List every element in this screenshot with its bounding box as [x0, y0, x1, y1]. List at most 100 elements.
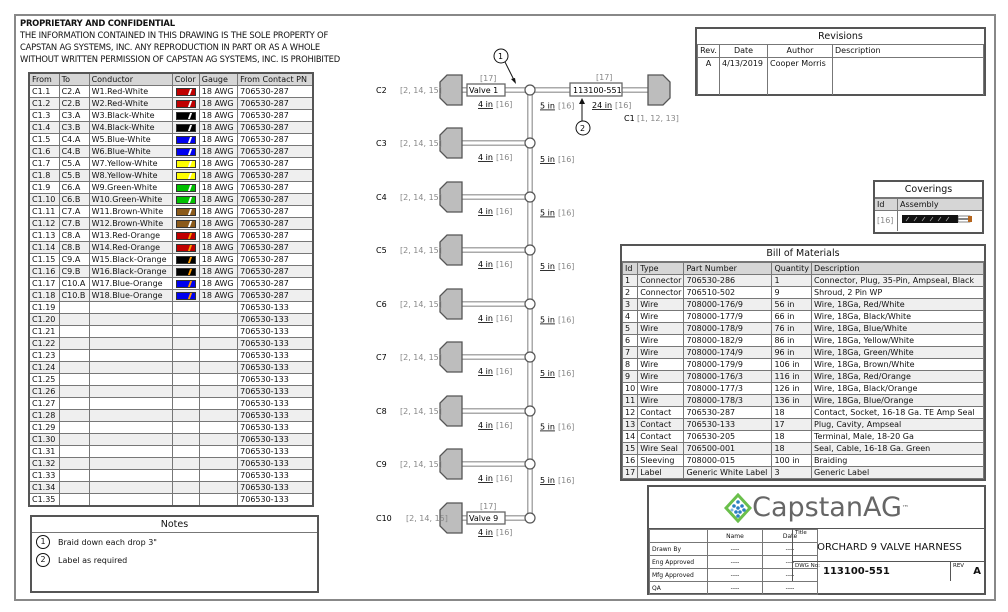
- connector-refs: [2, 14, 15]: [400, 139, 442, 148]
- drop-length-ref: [16]: [496, 474, 512, 483]
- harness-label-ref: [17]: [596, 73, 612, 82]
- main-length: 24 in: [592, 101, 612, 110]
- bom-part-number: 708000-177/3: [683, 382, 773, 395]
- bom-id: 17: [621, 466, 639, 479]
- connector-c10[interactable]: [439, 502, 463, 534]
- bom-quantity: 18: [771, 442, 813, 455]
- connector-c5[interactable]: [439, 234, 463, 266]
- drop-length-ref: [16]: [496, 153, 512, 162]
- harness-label-text: 113100-551: [573, 86, 622, 95]
- bom-type: Contact: [637, 406, 685, 419]
- bom-description: Connector, Plug, 35-Pin, Ampseal, Black: [811, 274, 984, 287]
- connector-c4[interactable]: [439, 181, 463, 213]
- bom-type: Connector: [637, 286, 685, 299]
- bom-id: 6: [621, 334, 639, 347]
- bom-id: 15: [621, 442, 639, 455]
- drop-length-ref: [16]: [496, 100, 512, 109]
- approval-name: ----: [707, 555, 763, 569]
- connector-refs: [2, 14, 15]: [400, 407, 442, 416]
- to-cell: [58, 481, 90, 494]
- from-cell: C1.30: [28, 433, 60, 446]
- to-cell: C10.B: [58, 289, 90, 302]
- note-text: Label as required: [58, 555, 128, 565]
- coverings-table: Coverings Id Assembly [16]: [873, 180, 984, 234]
- approval-role: Mfg Approved: [649, 568, 708, 582]
- bom-description: Wire, 18Ga, Brown/White: [811, 358, 984, 371]
- drop-length-ref: [16]: [496, 528, 512, 537]
- wire-color-swatch: [175, 267, 196, 276]
- color-cell: [171, 289, 200, 302]
- bom-description: Wire, 18Ga, Red/Orange: [811, 370, 984, 383]
- drop-length: 4 in: [478, 367, 493, 376]
- bom-id: 13: [621, 418, 639, 431]
- bom-part-number: 706500-001: [683, 442, 773, 455]
- from-cell: C1.2: [28, 97, 60, 110]
- trunk-length-ref: [16]: [558, 476, 574, 485]
- connector-c6[interactable]: [439, 288, 463, 320]
- bom-id: 14: [621, 430, 639, 443]
- bom-type: Wire Seal: [637, 442, 685, 455]
- arrow-head-icon: [579, 98, 585, 104]
- connector-c7[interactable]: [439, 341, 463, 373]
- bom-id: 9: [621, 370, 639, 383]
- color-cell: [171, 121, 200, 134]
- junction-node: [524, 244, 536, 256]
- bom-quantity: 86 in: [771, 334, 813, 347]
- connector-c8[interactable]: [439, 395, 463, 427]
- bom-id: 7: [621, 346, 639, 359]
- drawing-title: ORCHARD 9 VALVE HARNESS: [817, 542, 962, 553]
- bom-title: Bill of Materials: [622, 246, 984, 262]
- coverings-title: Coverings: [875, 182, 982, 198]
- trunk-length: 5 in: [540, 423, 555, 432]
- approval-col-header: Name: [707, 529, 763, 543]
- to-cell: [58, 409, 90, 422]
- bom-id: 4: [621, 310, 639, 323]
- drop-length-ref: [16]: [496, 314, 512, 323]
- trunk-length-ref: [16]: [558, 209, 574, 218]
- junction-node: [524, 351, 536, 363]
- bom-part-number: 708000-176/9: [683, 298, 773, 311]
- wire-color-swatch: [175, 123, 196, 132]
- connector-c1[interactable]: [647, 74, 671, 106]
- connector-label: C9: [376, 460, 387, 469]
- connector-c2[interactable]: [439, 74, 463, 106]
- approval-name: ----: [707, 568, 763, 582]
- approval-col-header: [649, 529, 708, 543]
- approval-role: Drawn By: [649, 542, 708, 556]
- contact-pn-cell: 706530-133: [237, 409, 314, 422]
- bom-quantity: 17: [771, 418, 813, 431]
- junction-node: [524, 458, 536, 470]
- drop-length-ref: [16]: [496, 207, 512, 216]
- junction-node: [524, 84, 536, 96]
- drop-length: 4 in: [478, 314, 493, 323]
- valve-label-text: Valve 1: [469, 86, 498, 95]
- color-cell: [171, 433, 200, 446]
- connector-c3[interactable]: [439, 127, 463, 159]
- valve-label-text: Valve 9: [469, 514, 498, 523]
- conductor-cell: [88, 385, 173, 398]
- color-cell: [171, 241, 200, 254]
- bom-quantity: 106 in: [771, 358, 813, 371]
- connector-c9[interactable]: [439, 448, 463, 480]
- trunk-length-ref: [16]: [558, 102, 574, 111]
- color-cell: [171, 193, 200, 206]
- bom-part-number: 706530-133: [683, 418, 773, 431]
- from-cell: C1.16: [28, 265, 60, 278]
- trunk-length: 5 in: [540, 209, 555, 218]
- callout-1-leader: [504, 61, 515, 81]
- conductor-cell: W10.Green-White: [88, 193, 173, 206]
- bom-description: Wire, 18Ga, Blue/Orange: [811, 394, 984, 407]
